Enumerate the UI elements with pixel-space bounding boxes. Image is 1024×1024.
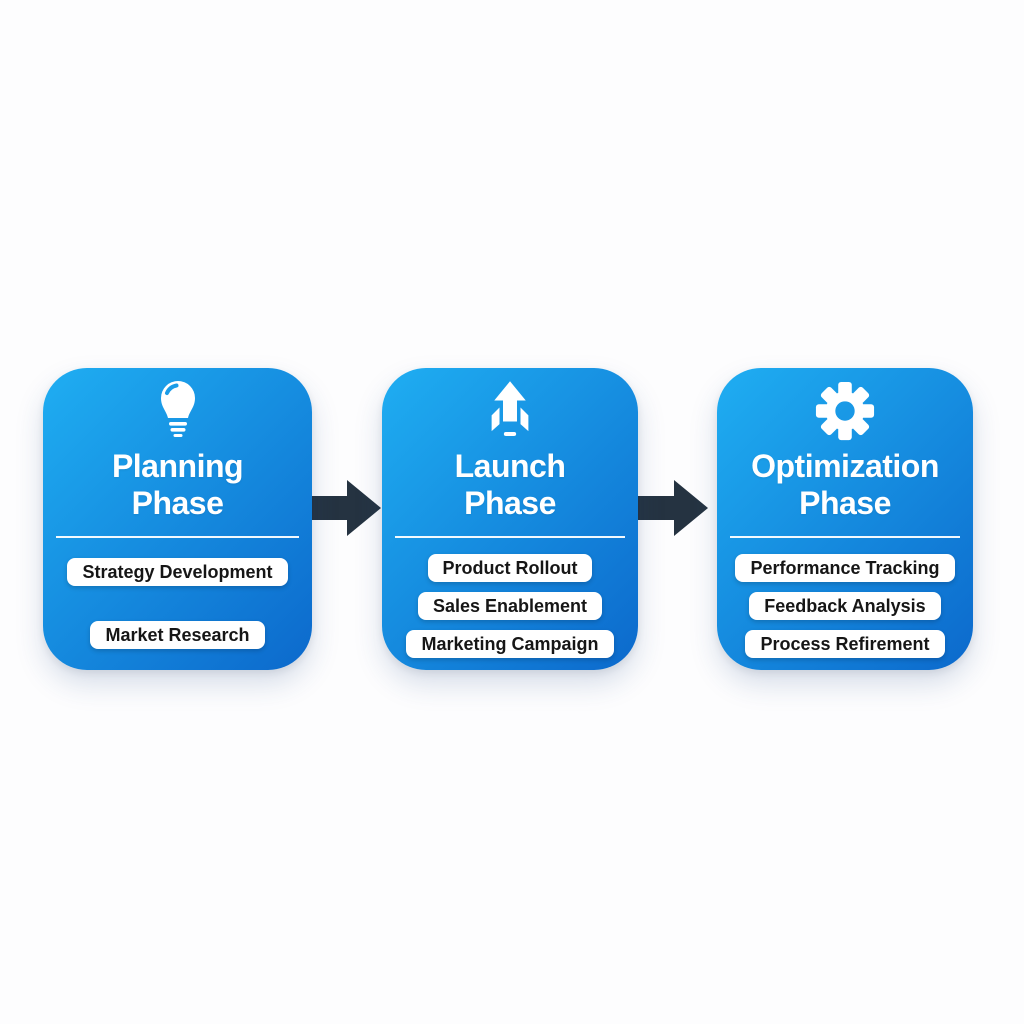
phase-item: Process Refirement [745,630,945,658]
flow-arrow-right-icon [309,480,381,536]
phase-item-list: Performance Tracking Feedback Analysis P… [735,554,955,658]
divider [56,536,299,538]
phase-title-line1: Launch [454,448,566,484]
phase-title: Optimization Phase [751,448,939,522]
phase-item: Product Rollout [427,554,593,582]
phase-title-line2: Phase [464,485,556,521]
rocket-icon [482,378,538,444]
phase-item: Marketing Campaign [406,630,614,658]
gear-icon [814,378,876,444]
divider [394,536,626,538]
phase-item: Strategy Development [67,558,288,586]
phase-item-list: Strategy Development Market Research [67,558,288,649]
phase-item: Performance Tracking [735,554,955,582]
phase-item: Feedback Analysis [749,592,941,620]
phase-card-optimization: Optimization Phase Performance Tracking … [717,368,973,670]
phase-title-line1: Planning [111,448,244,484]
phase-title: Planning Phase [111,448,244,522]
phase-item: Market Research [90,621,265,649]
phase-title: Launch Phase [455,448,566,522]
phase-card-planning: Planning Phase Strategy Development Mark… [43,368,312,670]
phase-title-line2: Phase [799,485,891,521]
flow-arrow-right-icon [636,480,708,536]
lightbulb-icon [153,378,203,444]
phase-item: Sales Enablement [417,592,603,620]
phase-title-line1: Optimization [751,448,939,484]
divider [729,536,961,538]
phase-title-line2: Phase [131,485,224,521]
phase-item-list: Product Rollout Sales Enablement Marketi… [406,554,614,658]
phase-card-launch: Launch Phase Product Rollout Sales Enabl… [382,368,638,670]
